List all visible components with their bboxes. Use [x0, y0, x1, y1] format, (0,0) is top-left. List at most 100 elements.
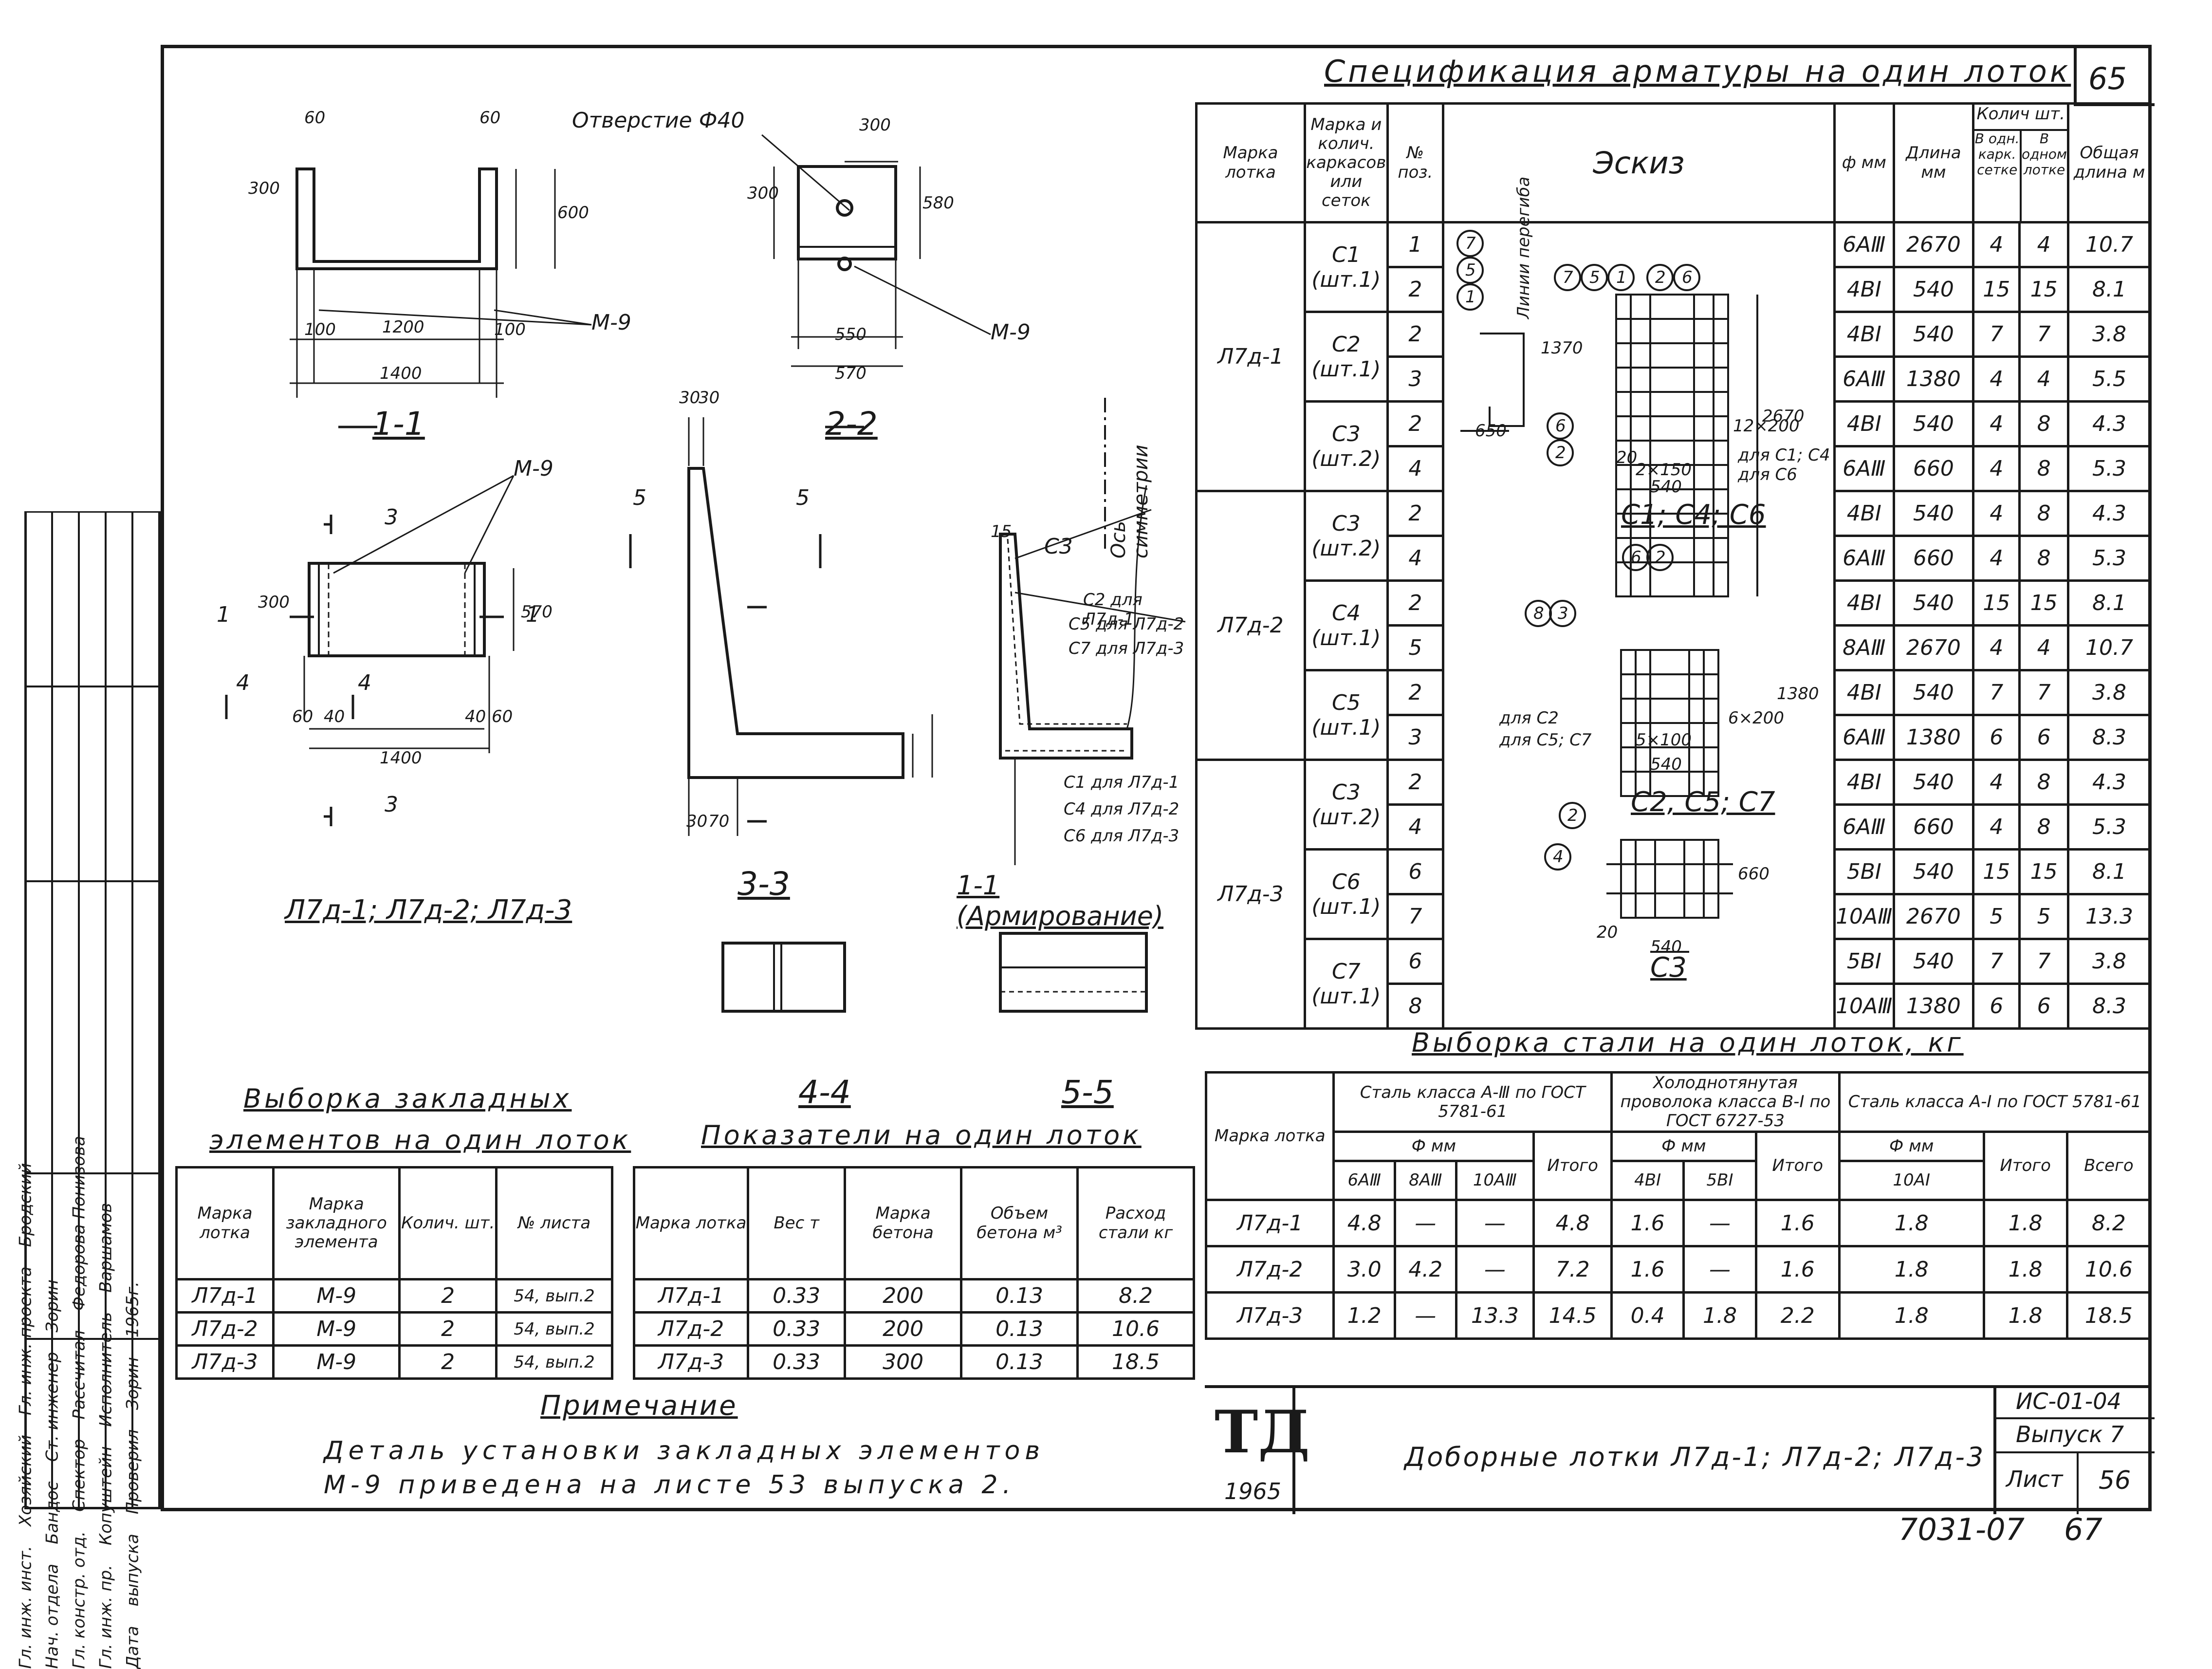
- section-55-label: 5-5: [1061, 1074, 1114, 1111]
- spec-frame-c3c: С3(шт.2): [1303, 759, 1389, 851]
- spec-frame-c3b: С3(шт.2): [1303, 490, 1389, 582]
- stamp-name2-3: Федорова Понизова: [69, 1136, 89, 1311]
- spec-total: 8.1: [2067, 848, 2152, 895]
- spec-dia: 4ВⅠ: [1833, 669, 1895, 716]
- spec-q1: 4: [1972, 759, 2021, 806]
- spec-q1: 4: [1972, 490, 2021, 537]
- stamp-role2-4: Исполнитель: [96, 1312, 116, 1427]
- m9-label-3: М-9: [514, 456, 553, 481]
- spec-q1: 7: [1972, 669, 2021, 716]
- spec-dia: 4ВⅠ: [1833, 759, 1895, 806]
- spec-dia: 5ВⅠ: [1833, 938, 1895, 985]
- steel-h-phi2: Ф мм: [1610, 1131, 1757, 1163]
- steel-table: Марка лотка Сталь класса А-Ⅲ по ГОСТ 578…: [1204, 1071, 2152, 1340]
- spec-total: 8.1: [2067, 266, 2152, 313]
- spec-q2: 8: [2018, 445, 2070, 492]
- stamp-role-2: Нач. отдела: [42, 1563, 62, 1669]
- for-c5: для С5; С7: [1499, 730, 1592, 750]
- section-11-arm-outline: [999, 533, 1133, 760]
- spec-h-sketch: Эскиз: [1441, 102, 1836, 223]
- spec-dia: 4ВⅠ: [1833, 579, 1895, 627]
- spec-h-total: Общая длина м: [2067, 102, 2152, 223]
- spec-q2: 8: [2018, 803, 2070, 851]
- spec-total: 4.3: [2067, 490, 2152, 537]
- ind-h-weight: Вес т: [747, 1166, 847, 1280]
- spec-len: 660: [1892, 803, 1975, 851]
- spec-pos: 2: [1386, 266, 1444, 313]
- spec-q1: 7: [1972, 938, 2021, 985]
- c3-caption: С3: [1650, 952, 1687, 983]
- spec-q1: 5: [1972, 893, 2021, 940]
- spec-h-mark: Марка лотка: [1195, 102, 1306, 223]
- m9-label-1: М-9: [591, 310, 631, 335]
- steel-h-g1: Сталь класса А-Ⅲ по ГОСТ 5781-61: [1332, 1071, 1613, 1133]
- spec-pos: 2: [1386, 311, 1444, 358]
- spec-len: 540: [1892, 848, 1975, 895]
- embedded-title1: Выборка закладных: [243, 1083, 572, 1114]
- note-text-1: Деталь установки закладных элементов: [324, 1436, 1045, 1465]
- spec-dia: 6АⅢ: [1833, 355, 1895, 403]
- spec-total: 8.3: [2067, 983, 2152, 1030]
- emb-h-sheet: № листа: [495, 1166, 613, 1280]
- sheet-label: Лист: [2006, 1466, 2063, 1492]
- code-box: ИС-01-04 Выпуск 7 Лист 56: [1993, 1388, 2155, 1514]
- lap-label: Линии перегиба: [1514, 176, 1533, 319]
- spec-mark-3: Л7д-3: [1195, 759, 1306, 1030]
- spec-table: Марка лотка Марка и колич. каркасов или …: [1195, 102, 2152, 1030]
- spec-q2: 5: [2018, 893, 2070, 940]
- steel-h-mark: Марка лотка: [1204, 1071, 1335, 1202]
- stamp-role2-3: Рассчитал: [69, 1330, 89, 1420]
- spec-mark-2: Л7д-2: [1195, 490, 1306, 761]
- spec-dia: 4ВⅠ: [1833, 400, 1895, 447]
- stamp-col3: Гл. констр. отд. Спектор Рассчитал Федор…: [70, 841, 96, 1669]
- stamp-col5: Дата выпуска Проверил Зорин 1965г.: [123, 841, 150, 1669]
- spec-q1: 4: [1972, 624, 2021, 671]
- spec-q1: 6: [1972, 714, 2021, 761]
- spec-h-dia: ф мм: [1833, 102, 1895, 223]
- spec-dia: 6АⅢ: [1833, 714, 1895, 761]
- spec-q2: 8: [2018, 759, 2070, 806]
- drawing-labels: Отверстие Ф40 М-9 М-9 М-9 1-1 2-2 3-3 1-…: [163, 47, 1195, 1060]
- stamp-name-2: Бандос: [42, 1481, 62, 1544]
- spec-frame-c7: С7(шт.1): [1303, 938, 1389, 1030]
- spec-q2: 7: [2018, 669, 2070, 716]
- stamp-name-5: выпуска: [123, 1534, 143, 1607]
- spec-q1: 15: [1972, 848, 2021, 895]
- spec-sketch-cell: [1441, 221, 1836, 1030]
- spec-h-pos: № поз.: [1386, 102, 1444, 223]
- concrete-drawings: [225, 134, 1186, 1013]
- mesh-c3: [1606, 839, 1733, 953]
- stamp-role2-1: Гл. инж. проекта: [16, 1266, 36, 1415]
- left-stamp-grid: [24, 511, 161, 1509]
- spec-total: 3.8: [2067, 669, 2152, 716]
- spec-q1: 4: [1972, 221, 2021, 268]
- spec-q2: 15: [2018, 266, 2070, 313]
- c2-caption: С2, С5; С7: [1631, 786, 1775, 818]
- stamp-role2-2: Ст. инженер: [42, 1352, 62, 1462]
- spec-h-qty-tray: В одном лотке: [2021, 130, 2067, 178]
- stamp-name2-2: Зорин: [42, 1280, 62, 1333]
- sketch-circle-labels: 7 5 1 7 5 1 2 6 6 2 6 2 8 3 2 4 Линии пе…: [1465, 176, 1830, 983]
- spec-h-qty-frame: В одн. карк. сетке: [1974, 130, 2022, 221]
- title-block: ТД 1965 Доборные лотки Л7д-1; Л7д-2; Л7д…: [1205, 1385, 2155, 1514]
- spec-h-frames: Марка и колич. каркасов или сеток: [1303, 102, 1389, 223]
- steel-h-itogo1: Итого: [1532, 1131, 1613, 1202]
- embedded-table: Марка лотка Марка закладного элемента Ко…: [175, 1166, 613, 1380]
- spec-q2: 7: [2018, 938, 2070, 985]
- spec-dia: 10АⅢ: [1833, 983, 1895, 1030]
- note-text-2: М-9 приведена на листе 53 выпуска 2.: [324, 1470, 1016, 1500]
- spec-q2: 7: [2018, 311, 2070, 358]
- section-11-outline: [295, 167, 498, 270]
- ind-h-steel: Расход стали кг: [1076, 1166, 1195, 1280]
- steel-h-c1: 6АⅢ: [1332, 1160, 1396, 1202]
- section-22-label: 2-2: [825, 405, 878, 443]
- embedded-title2: элементов на один лоток: [209, 1125, 631, 1155]
- bottom-code: 7031-07: [1899, 1512, 2025, 1547]
- stamp-name-3: Спектор: [69, 1439, 89, 1512]
- spec-frame-c1: С1(шт.1): [1303, 221, 1389, 313]
- stamp-name2-4: Варшамов: [96, 1203, 116, 1293]
- spec-frame-c4: С4(шт.1): [1303, 579, 1389, 671]
